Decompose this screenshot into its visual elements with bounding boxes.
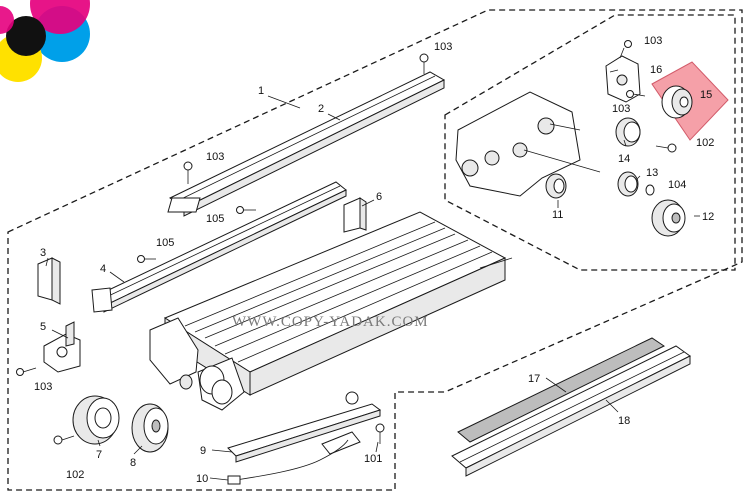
callout-16: 16 xyxy=(650,64,662,76)
gear-11 xyxy=(545,173,567,199)
callout-9: 9 xyxy=(200,445,206,457)
screw-101 xyxy=(375,423,385,444)
bracket-6 xyxy=(343,197,367,233)
bracket-3 xyxy=(37,257,61,305)
gear-12 xyxy=(651,199,686,237)
frame-gears xyxy=(179,365,233,405)
callout-12: 12 xyxy=(702,211,714,223)
callout-5: 5 xyxy=(40,321,46,333)
callout-102-lower: 102 xyxy=(66,469,84,481)
screw-103-bracket-5 xyxy=(16,367,37,376)
callout-103-rail: 103 xyxy=(206,151,224,163)
callout-1: 1 xyxy=(258,85,264,97)
callout-17: 17 xyxy=(528,373,540,385)
rail-18 xyxy=(451,345,691,477)
plate-4 xyxy=(91,181,347,313)
screw-103-top-rail xyxy=(419,53,429,74)
gear-housing xyxy=(455,91,601,197)
screw-105-lower xyxy=(137,255,156,263)
callout-103-lower: 103 xyxy=(34,381,52,393)
rail-2 xyxy=(167,71,446,217)
logo-magenta-small xyxy=(0,6,14,34)
screw-105-upper xyxy=(236,206,256,214)
screw-103-rail-2 xyxy=(183,161,193,184)
main-assembly-boundary xyxy=(7,9,743,491)
shaft-right xyxy=(479,257,513,269)
callout-102-inset: 102 xyxy=(696,137,714,149)
bracket-5 xyxy=(43,321,81,373)
callout-7: 7 xyxy=(96,449,102,461)
screw-102-gear-7 xyxy=(53,435,75,445)
callout-101: 101 xyxy=(364,453,382,465)
callout-105-upper: 105 xyxy=(206,213,224,225)
callout-13: 13 xyxy=(646,167,658,179)
gear-14 xyxy=(615,117,641,147)
callout-104: 104 xyxy=(668,179,686,191)
callout-8: 8 xyxy=(130,457,136,469)
callout-10: 10 xyxy=(196,473,208,485)
callout-2: 2 xyxy=(318,103,324,115)
retaining-ring-104 xyxy=(645,184,655,196)
screw-103-inset-top xyxy=(619,40,632,59)
gear-13 xyxy=(617,171,639,197)
plate-9 xyxy=(227,391,382,463)
bar-17 xyxy=(457,337,665,443)
callout-6: 6 xyxy=(376,191,382,203)
callout-11: 11 xyxy=(552,209,563,221)
callout-103-top: 103 xyxy=(434,41,452,53)
watermark-text: WWW.COPY-YADAK.COM xyxy=(232,314,429,330)
leader-lines xyxy=(45,69,700,481)
callout-15: 15 xyxy=(700,89,712,101)
callout-3: 3 xyxy=(40,247,46,259)
callout-4: 4 xyxy=(100,263,106,275)
callout-18: 18 xyxy=(618,415,630,427)
callout-14: 14 xyxy=(618,153,630,165)
brand-logo xyxy=(0,0,90,82)
screws xyxy=(16,40,677,445)
bracket-16 xyxy=(605,55,641,103)
logo-magenta-circle xyxy=(30,0,90,34)
screw-102-inset xyxy=(655,143,677,153)
gear-7 xyxy=(72,395,120,445)
callout-103-inset-top: 103 xyxy=(644,35,662,47)
gear-8 xyxy=(131,403,169,453)
callout-labels: 1 2 3 4 5 6 7 8 9 10 11 12 13 14 15 16 1… xyxy=(34,35,714,485)
gear-15 xyxy=(661,85,693,119)
screw-103-inset-mid xyxy=(626,90,646,98)
gear-unit-boundary xyxy=(444,14,736,271)
logo-black-circle xyxy=(6,16,46,56)
main-frame xyxy=(149,211,507,411)
callout-105-lower: 105 xyxy=(156,237,174,249)
callout-103-inset-mid: 103 xyxy=(612,103,630,115)
